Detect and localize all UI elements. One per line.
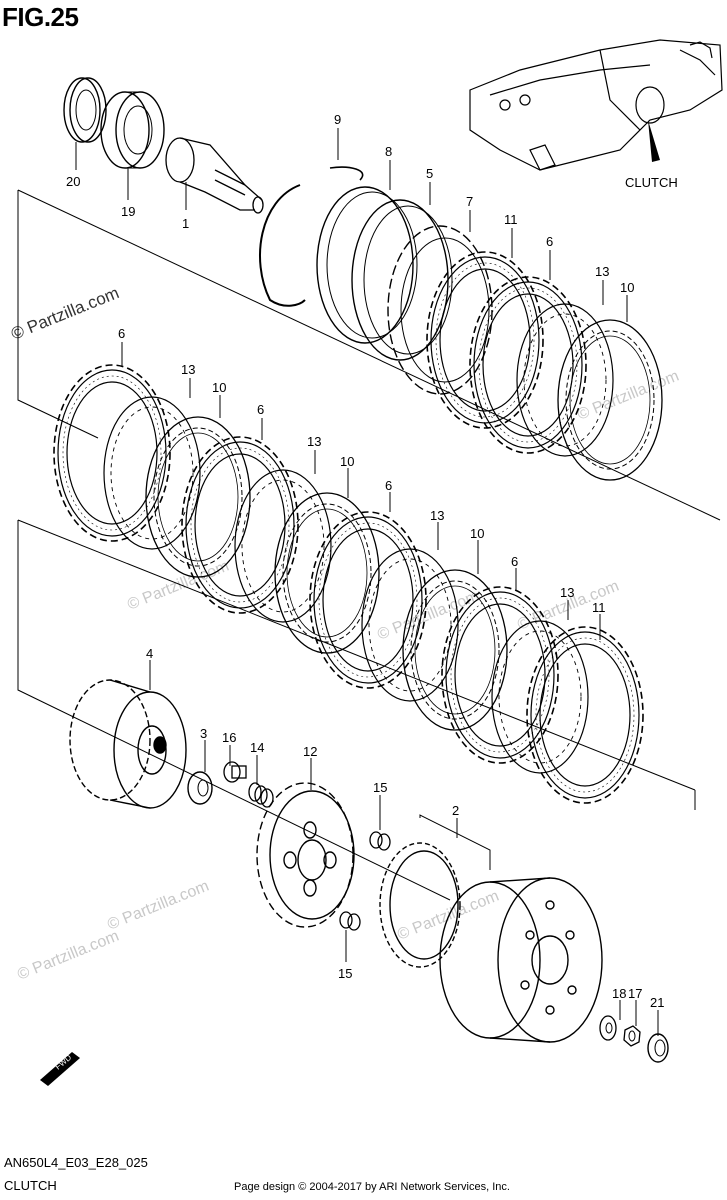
group-line <box>419 814 491 870</box>
part-3-washer <box>187 771 213 805</box>
part-label: 21 <box>650 995 664 1010</box>
part-label: 15 <box>338 966 352 981</box>
watermark-text: © Partzilla.com <box>125 558 231 614</box>
part-label: 10 <box>470 526 484 541</box>
figure-title: FIG.25 <box>2 2 79 32</box>
part-2-clutch-housing <box>379 842 603 1043</box>
part-label: 10 <box>212 380 226 395</box>
part-1-primary-shaft <box>165 137 264 214</box>
part-label: 11 <box>592 600 606 615</box>
part-8-spring-seat <box>316 186 418 344</box>
watermark-text: © Partzilla.com <box>15 928 121 984</box>
part-label: 6 <box>118 326 125 341</box>
part-6-friction-plate <box>441 586 559 764</box>
callout-arrow <box>648 120 660 162</box>
diagram-code: AN650L4_E03_E28_025 <box>4 1155 148 1170</box>
part-label: 7 <box>466 194 473 209</box>
part-label: 19 <box>121 204 135 219</box>
part-15-damper <box>339 911 361 931</box>
part-label: 20 <box>66 174 80 189</box>
part-label: 10 <box>620 280 634 295</box>
callout-label: CLUTCH <box>625 175 678 190</box>
part-label: 4 <box>146 646 153 661</box>
part-label: 13 <box>181 362 195 377</box>
part-12-pressure-plate <box>256 782 355 928</box>
part-label: 12 <box>303 744 317 759</box>
part-9-wire-ring <box>329 166 364 181</box>
part-label: 3 <box>200 726 207 741</box>
part-7-plate <box>387 225 493 395</box>
part-17-nut <box>623 1025 641 1047</box>
watermark-text: © Partzilla.com <box>575 368 681 424</box>
part-label: 13 <box>307 434 321 449</box>
part-label: 1 <box>182 216 189 231</box>
group-line <box>17 189 721 521</box>
part-label: 14 <box>250 740 264 755</box>
group-line <box>17 190 99 439</box>
part-19-bearing <box>100 91 165 169</box>
part-label: 9 <box>334 112 341 127</box>
part-label: 6 <box>511 554 518 569</box>
part-6-friction-plate <box>469 276 587 454</box>
snap-ring <box>259 184 306 307</box>
part-21-bearing <box>647 1033 669 1063</box>
part-label: 11 <box>504 212 518 227</box>
part-label: 2 <box>452 803 459 818</box>
copyright-notice: Page design © 2004-2017 by ARI Network S… <box>234 1181 510 1193</box>
part-label: 13 <box>595 264 609 279</box>
part-label: 13 <box>560 585 574 600</box>
part-label: 5 <box>426 166 433 181</box>
part-label: 16 <box>222 730 236 745</box>
part-5-spring-washer <box>351 199 453 361</box>
fwd-arrow-icon: FWD <box>40 1052 80 1086</box>
part-20-oil-seal <box>63 77 107 143</box>
part-label: 10 <box>340 454 354 469</box>
part-16-bolt <box>223 761 247 783</box>
part-18-washer <box>599 1015 617 1041</box>
engine-illustration <box>469 39 723 171</box>
part-label: 13 <box>430 508 444 523</box>
group-line <box>17 519 696 791</box>
part-label: 6 <box>385 478 392 493</box>
section-name: CLUTCH <box>4 1178 57 1193</box>
group-line <box>17 520 451 901</box>
part-4-clutch-hub <box>69 679 187 809</box>
part-label: 6 <box>546 234 553 249</box>
part-15-damper <box>369 831 391 851</box>
part-label: 8 <box>385 144 392 159</box>
leader-lines <box>75 128 659 1036</box>
watermark-text: © Partzilla.com <box>375 588 481 644</box>
watermark-text: © Partzilla.com <box>105 878 211 934</box>
part-label: 17 <box>628 986 642 1001</box>
part-label: 18 <box>612 986 626 1001</box>
part-14-spring <box>248 782 274 808</box>
part-label: 15 <box>373 780 387 795</box>
part-11-friction-plate <box>526 626 644 804</box>
watermark-text: © Partzilla.com <box>8 283 121 344</box>
part-label: 6 <box>257 402 264 417</box>
part-labels: 20 19 1 9 8 5 7 11 6 13 10 6 13 10 6 13 … <box>66 112 664 1010</box>
